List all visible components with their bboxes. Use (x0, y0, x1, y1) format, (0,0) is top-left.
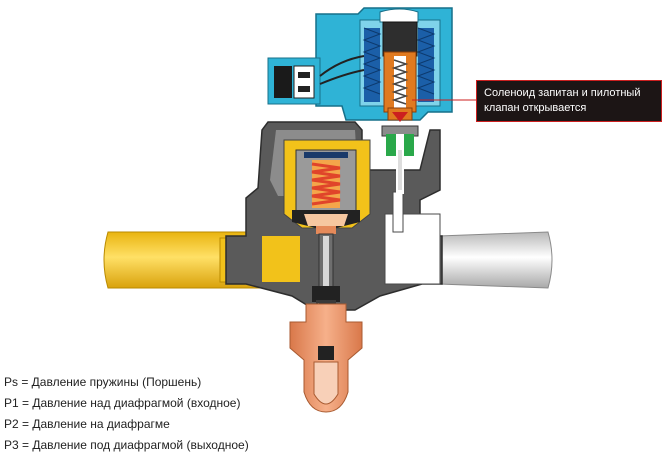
legend-item-ps: Ps = Давление пружины (Поршень) (4, 375, 202, 389)
diaphragm (292, 210, 360, 234)
piston-spring (311, 160, 341, 208)
bottom-fitting (289, 303, 363, 413)
pilot-orifice (381, 125, 419, 194)
legend-item-p1: P1 = Давление над диафрагмой (входное) (4, 396, 241, 410)
legend-item-p2: P2 = Давление на диафрагме (4, 417, 170, 431)
legend-item-p3: P3 = Давление под диафрагмой (выходное) (4, 438, 249, 452)
pressure-legend: Ps = Давление пружины (Поршень) P1 = Дав… (4, 372, 304, 456)
callout-text: Соленоид запитан и пилотный клапан откры… (484, 87, 641, 114)
pilot-armature (382, 21, 418, 122)
electrical-connector (267, 55, 365, 105)
callout-box: Соленоид запитан и пилотный клапан откры… (476, 80, 662, 122)
